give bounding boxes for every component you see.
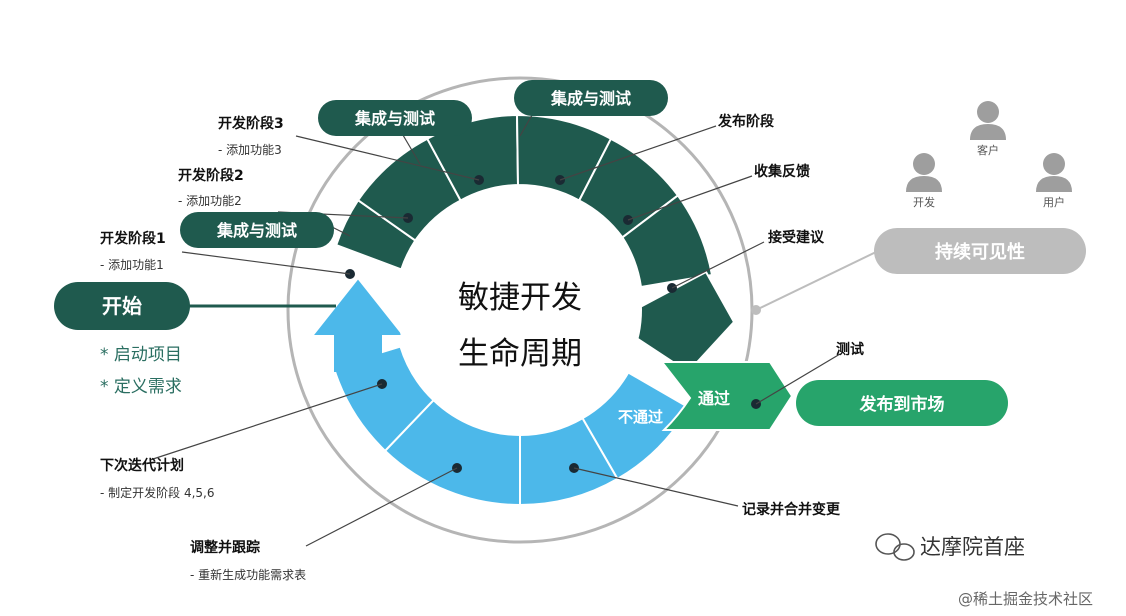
feedback-arc [332, 345, 691, 507]
integration-pill-top-left [318, 100, 472, 136]
integration-label-2: 集成与测试 [550, 89, 631, 108]
start-pill [54, 282, 190, 330]
watermark-brand: 达摩院首座 [920, 535, 1025, 559]
start-note-1: * 启动项目 [100, 345, 182, 365]
user-label: 用户 [1043, 195, 1065, 209]
adjust-track-sub: - 重新生成功能需求表 [190, 567, 306, 582]
watermark-site: @稀土掘金技术社区 [958, 590, 1093, 608]
next-iteration-sub: - 制定开发阶段 4,5,6 [100, 485, 215, 500]
integration-pill-top-right [514, 80, 668, 116]
integration-label-1: 集成与测试 [354, 109, 435, 128]
visibility-pill [874, 228, 1086, 274]
center-circle [398, 188, 642, 432]
dev-phase-2-title: 开发阶段2 [178, 167, 244, 184]
collect-feedback-label: 收集反馈 [754, 163, 810, 180]
start-label: 开始 [102, 294, 142, 318]
market-pill [796, 380, 1008, 426]
visibility-connector [755, 251, 877, 311]
leader-lines [149, 107, 841, 547]
test-label: 测试 [836, 341, 864, 358]
wechat-icon [875, 533, 915, 561]
developer-person-icon [906, 153, 942, 192]
integration-pill-left [180, 212, 334, 248]
developer-label: 开发 [913, 195, 935, 209]
next-iteration-title: 下次迭代计划 [100, 457, 184, 474]
adjust-track-title: 调整并跟踪 [190, 539, 260, 556]
visibility-label: 持续可见性 [935, 241, 1025, 263]
integration-label-3: 集成与测试 [216, 221, 297, 240]
center-title-line2: 生命周期 [458, 336, 582, 372]
dev-phase-1-sub: - 添加功能1 [100, 258, 164, 272]
arc-segment-next-plan [332, 345, 435, 453]
fail-label: 不通过 [618, 408, 663, 426]
release-phase-label: 发布阶段 [717, 113, 774, 130]
dev-phase-2-sub: - 添加功能2 [178, 194, 242, 208]
record-merge-title: 记录并合并变更 [742, 501, 841, 518]
dev-phase-1-title: 开发阶段1 [100, 230, 166, 247]
dev-phase-3-sub: - 添加功能3 [218, 143, 282, 157]
customer-person-icon [970, 101, 1006, 140]
dev-arc [334, 113, 714, 289]
pass-label: 通过 [698, 389, 730, 408]
center-title-line1: 敏捷开发 [458, 280, 582, 316]
dev-phase-3-title: 开发阶段3 [218, 115, 284, 132]
accept-suggestions-label: 接受建议 [768, 229, 825, 246]
customer-label: 客户 [977, 143, 999, 157]
market-label: 发布到市场 [859, 394, 945, 415]
start-note-2: * 定义需求 [100, 377, 182, 397]
user-person-icon [1036, 153, 1072, 192]
arc-segment-accept [621, 193, 714, 289]
pass-arrow [659, 361, 794, 431]
